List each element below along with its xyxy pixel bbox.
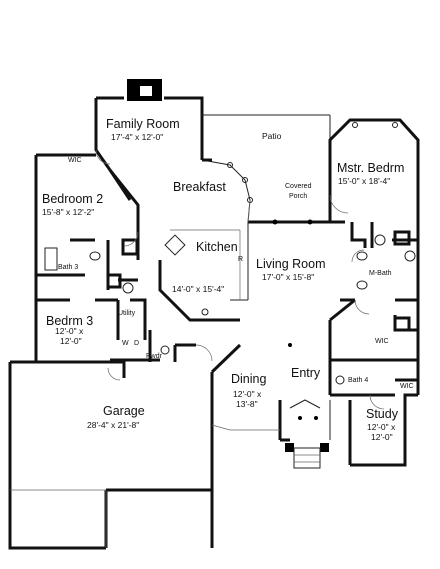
bath-4-label: Bath 4 [348, 377, 369, 384]
bath-3-label: Bath 3 [58, 264, 79, 271]
breakfast-label: Breakfast [173, 180, 226, 194]
garage-label: Garage [103, 404, 145, 418]
dryer-label: D [134, 340, 140, 347]
bedroom-2-dimensions: 15'-8" x 12'-2" [42, 207, 95, 217]
kitchen-label: Kitchen [196, 240, 238, 254]
master-bath-label: M-Bath [369, 270, 392, 277]
bedroom-3-dimensions-line1: 12'-0" x [55, 326, 84, 336]
front-stoop [280, 343, 331, 469]
utility-label: Utility [118, 310, 136, 317]
garage-door [10, 489, 107, 548]
wic-master-upper-label: WIC [375, 338, 389, 345]
washer-label: W [122, 340, 129, 347]
bedroom-3-label: Bedrm 3 [46, 314, 94, 328]
dining-dimensions-line2: 13'-8" [236, 399, 258, 409]
study-dimensions-line2: 12'-0" [371, 432, 393, 442]
dining-bay [211, 424, 280, 431]
refrigerator-label: R [238, 256, 244, 263]
garage-dimensions: 28'-4" x 21'-8" [87, 420, 140, 430]
patio-label: Patio [262, 131, 282, 141]
study-label: Study [366, 407, 398, 421]
living-room-dimensions: 17'-0" x 15'-8" [262, 272, 315, 282]
door-swings [95, 149, 385, 410]
kitchen-fixtures [164, 229, 241, 316]
wic-master-lower-label: WIC [400, 383, 414, 390]
master-bedroom-label: Mstr. Bedrm [337, 161, 405, 175]
bedroom-2-label: Bedroom 2 [42, 192, 104, 206]
covered-porch-label-line2: Porch [289, 193, 308, 200]
powder-room-label: Pwdr [146, 353, 162, 360]
covered-porch-label-line1: Covered [285, 183, 312, 190]
entry-label: Entry [291, 366, 321, 380]
bath-fixtures [44, 234, 416, 385]
fireplace-hearth [140, 86, 152, 96]
covered-porch [247, 122, 398, 225]
wic-bedroom-2-label: WIC [68, 157, 82, 164]
dining-label: Dining [231, 372, 267, 386]
dining-dimensions-line1: 12'-0" x [233, 389, 262, 399]
closets [106, 230, 411, 332]
study-dimensions-line1: 12'-0" x [367, 422, 396, 432]
family-room-dimensions: 17'-4" x 12'-0" [111, 132, 164, 142]
kitchen-dimensions: 14'-0" x 15'-4" [172, 284, 225, 294]
family-room-label: Family Room [106, 117, 180, 131]
master-bedroom-dimensions: 15'-0" x 18'-4" [338, 176, 391, 186]
living-room-label: Living Room [256, 257, 326, 271]
interior-walls [36, 169, 418, 397]
bedroom-3-dimensions-line2: 12'-0" [60, 336, 82, 346]
